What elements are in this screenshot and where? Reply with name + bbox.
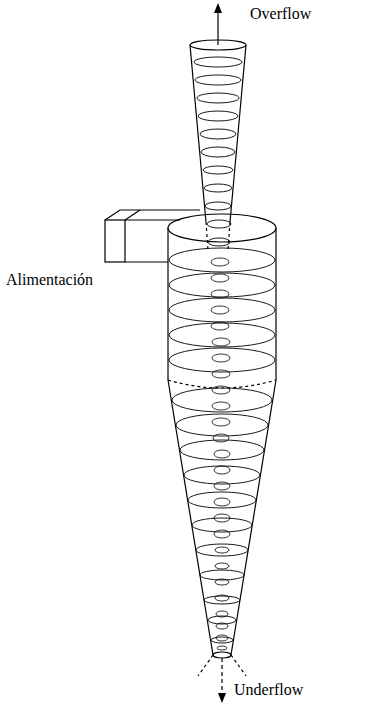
flow-label: Underflow — [234, 680, 303, 699]
flow-label: Overflow — [250, 4, 311, 23]
flow-label: Alimentación — [6, 270, 93, 289]
